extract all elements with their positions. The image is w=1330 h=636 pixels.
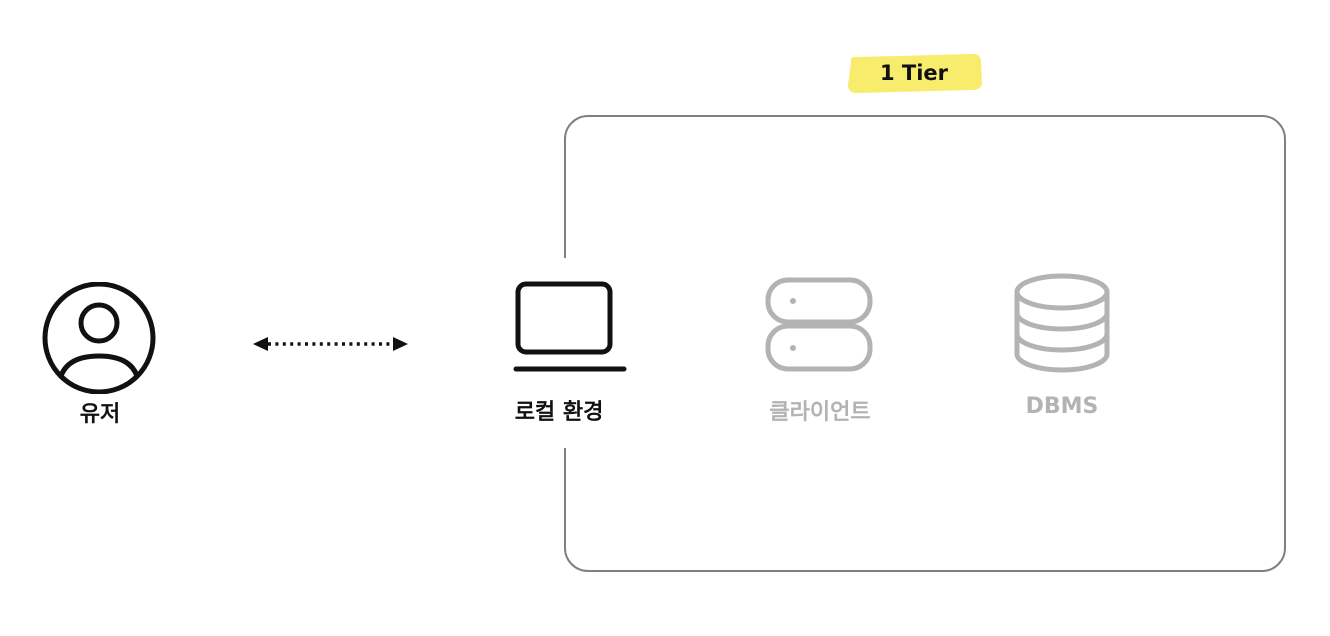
tier-label: 1 Tier: [879, 61, 949, 85]
database-icon: [1014, 273, 1110, 373]
local-env-label: 로컬 환경: [514, 400, 604, 425]
server-icon: [765, 277, 873, 372]
client-label: 클라이언트: [769, 400, 871, 425]
tier-badge: 1 Tier: [845, 52, 983, 94]
highlight-marker: [848, 53, 982, 93]
user-label: 유저: [79, 402, 121, 427]
dbms-label: DBMS: [1025, 394, 1099, 419]
bidirectional-arrow: [253, 337, 408, 351]
laptop-icon: [513, 281, 627, 372]
user-circle-icon: [42, 282, 156, 394]
tier-container: [564, 115, 1286, 572]
